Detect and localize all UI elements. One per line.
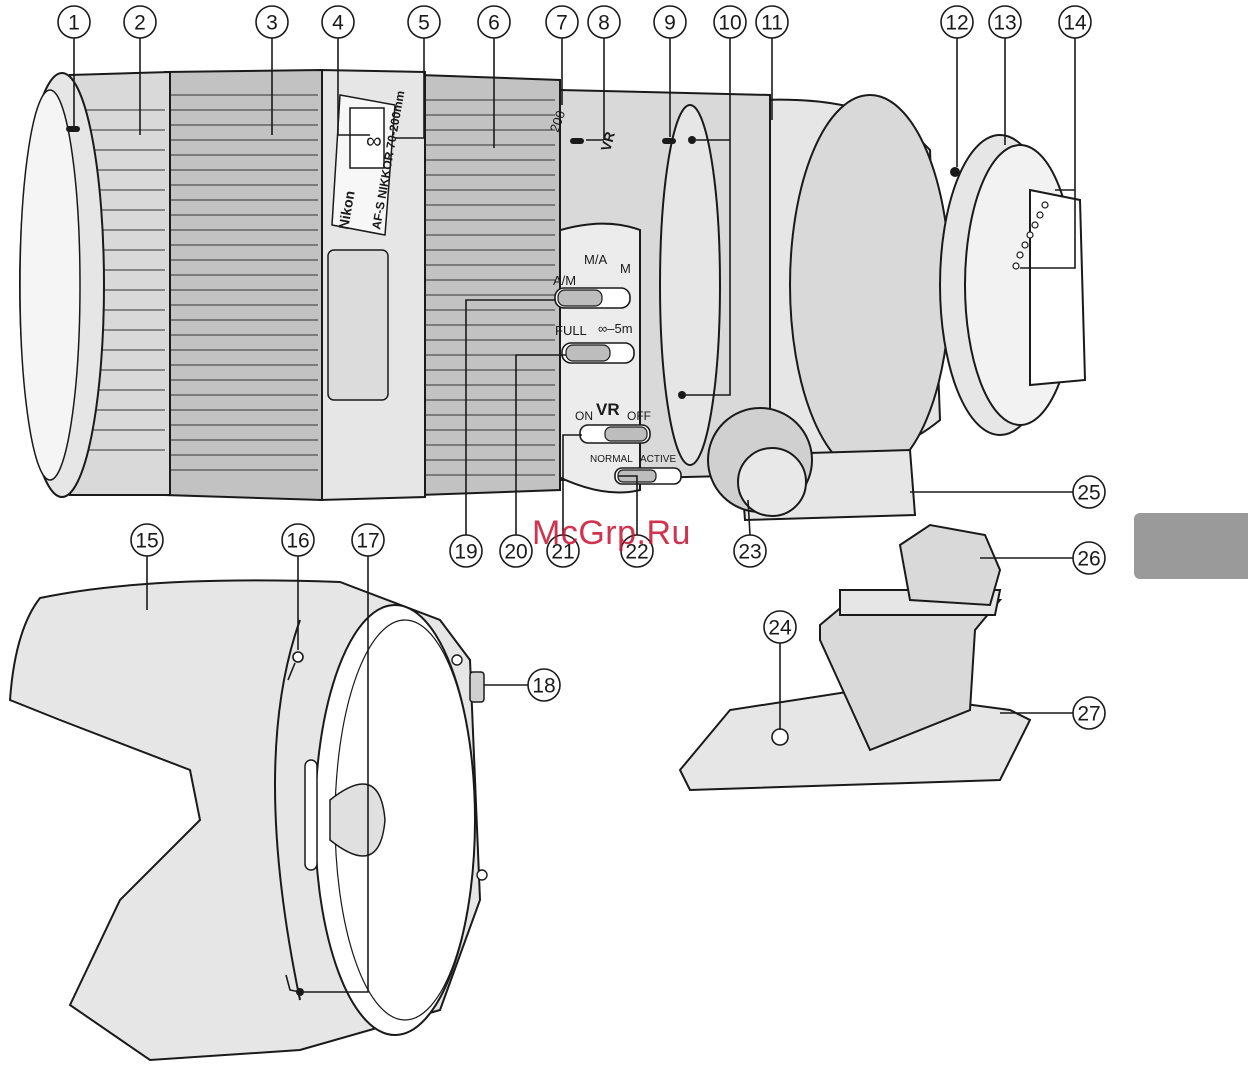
svg-text:3: 3 — [266, 12, 278, 35]
limit-full-label: FULL — [555, 323, 587, 338]
hood-mounting-index — [293, 652, 303, 662]
callout-17: 17 — [352, 524, 384, 556]
svg-text:16: 16 — [286, 530, 309, 553]
svg-text:11: 11 — [761, 12, 783, 35]
svg-text:23: 23 — [738, 541, 761, 564]
svg-text:5: 5 — [418, 12, 430, 35]
af-am-label: A/M — [553, 273, 576, 288]
callout-25: 25 — [1073, 476, 1105, 508]
tripod-foot — [680, 525, 1030, 790]
callout-27: 27 — [1073, 697, 1105, 729]
svg-text:2: 2 — [134, 12, 146, 35]
svg-text:18: 18 — [532, 675, 555, 698]
svg-text:17: 17 — [356, 530, 379, 553]
vr-on-label: ON — [575, 409, 593, 423]
callout-14: 14 — [1059, 6, 1091, 38]
af-m-label: M — [620, 261, 631, 276]
watermark: McGrp.Ru — [532, 514, 691, 553]
callout-24: 24 — [764, 611, 796, 643]
zoom-index-mark — [662, 138, 676, 144]
callout-7: 7 — [546, 6, 578, 38]
collar-index-dot-top — [688, 136, 696, 144]
af-ma-label: M/A — [584, 252, 607, 267]
section-tab — [1134, 513, 1248, 579]
vr-active-label: ACTIVE — [640, 454, 676, 465]
callout-19: 19 — [450, 535, 482, 567]
callout-6: 6 — [478, 6, 510, 38]
callout-4: 4 — [322, 6, 354, 38]
svg-text:24: 24 — [768, 617, 792, 640]
svg-text:8: 8 — [598, 12, 610, 35]
callout-13: 13 — [989, 6, 1021, 38]
limit-range-label: ∞–5m — [598, 321, 633, 336]
svg-text:12: 12 — [945, 12, 968, 35]
callout-26: 26 — [1073, 542, 1105, 574]
callout-16: 16 — [282, 524, 314, 556]
svg-text:26: 26 — [1077, 548, 1100, 571]
lens-hood-mounting-index — [66, 126, 80, 132]
callout-23: 23 — [734, 535, 766, 567]
svg-text:25: 25 — [1077, 482, 1100, 505]
svg-text:13: 13 — [993, 12, 1016, 35]
callout-15: 15 — [131, 524, 163, 556]
callout-1: 1 — [58, 6, 90, 38]
svg-text:9: 9 — [664, 12, 676, 35]
svg-text:15: 15 — [135, 530, 158, 553]
vr-switch-title: VR — [596, 400, 620, 419]
callout-20: 20 — [500, 535, 532, 567]
callout-8: 8 — [588, 6, 620, 38]
svg-text:1: 1 — [68, 12, 80, 35]
callout-18: 18 — [528, 669, 560, 701]
vr-normal-label: NORMAL — [590, 454, 633, 465]
focal-length-mark — [570, 138, 584, 144]
callout-2: 2 — [124, 6, 156, 38]
svg-text:6: 6 — [488, 12, 500, 35]
infinity-mark: ∞ — [366, 128, 382, 153]
lens-body — [20, 70, 1085, 520]
callout-10: 10 — [714, 6, 746, 38]
callout-11: 11 — [756, 6, 788, 38]
svg-text:7: 7 — [556, 12, 568, 35]
svg-text:27: 27 — [1077, 703, 1100, 726]
svg-text:10: 10 — [718, 12, 741, 35]
callout-12: 12 — [941, 6, 973, 38]
svg-text:14: 14 — [1063, 12, 1087, 35]
tripod-socket — [772, 729, 788, 745]
svg-text:4: 4 — [332, 12, 344, 35]
vr-off-label: OFF — [627, 409, 651, 423]
callout-9: 9 — [654, 6, 686, 38]
mounting-index — [950, 167, 960, 177]
hood-lock-button[interactable] — [470, 672, 484, 702]
callout-3: 3 — [256, 6, 288, 38]
callout-5: 5 — [408, 6, 440, 38]
svg-text:20: 20 — [504, 541, 527, 564]
lens-hood — [10, 580, 487, 1060]
svg-text:19: 19 — [454, 541, 477, 564]
